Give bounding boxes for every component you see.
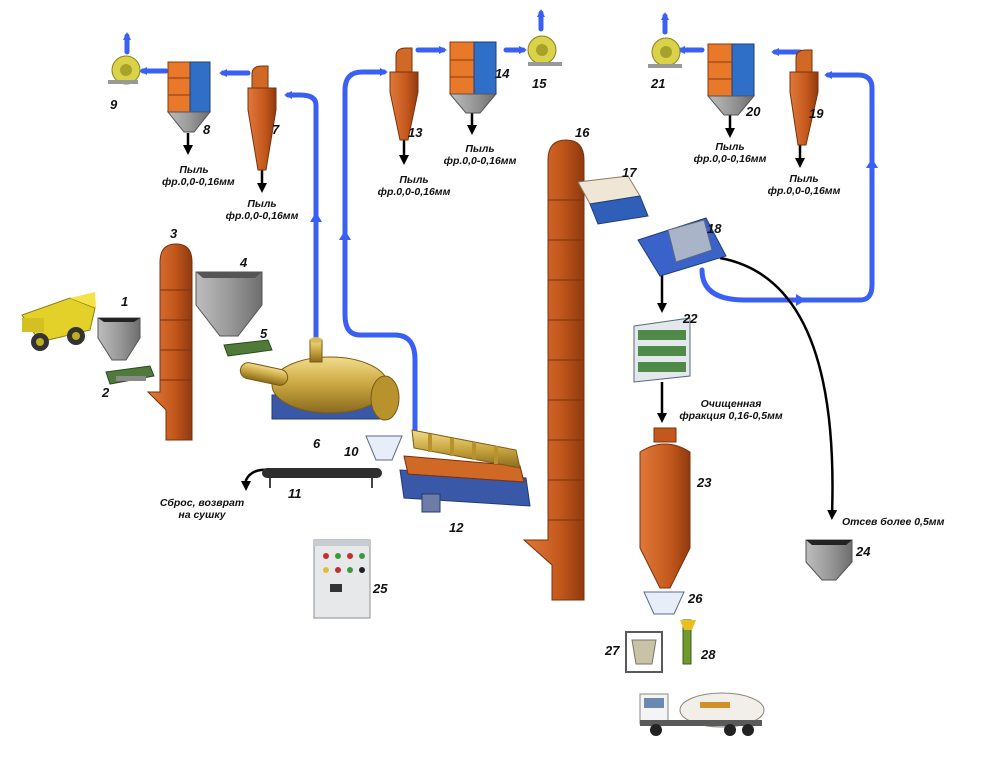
label-number-20: 20	[746, 104, 761, 119]
cleaned-fraction-line2: фракция 0,16-0,5мм	[679, 410, 783, 422]
label-number-15: 15	[532, 76, 547, 91]
label-number-6: 6	[313, 436, 321, 451]
dust-note-20: Пыль фр.0,0-0,16мм	[690, 141, 770, 165]
label-number-18: 18	[707, 221, 722, 236]
air-line-arrowhead-mid-right-h	[796, 294, 806, 306]
bag-filter-8	[166, 61, 212, 133]
screw-conveyor-28	[680, 619, 696, 665]
label-number-13: 13	[408, 125, 423, 140]
oversize-note: Отсев более 0,5мм	[842, 516, 945, 528]
label-number-14: 14	[495, 66, 510, 81]
dust-note-7-line2: фр.0,0-0,16мм	[225, 210, 299, 222]
dust-note-7-line1: Пыль	[247, 198, 277, 210]
dust-note-8: Пыль фр.0,0-0,16мм	[162, 164, 235, 188]
dust-note-19-line1: Пыль	[789, 173, 819, 185]
air-line-cooler-to-cyclone-13	[342, 68, 418, 443]
material-flow-arrows	[183, 113, 838, 520]
reject-note: Сброс, возврат на сушку	[150, 497, 254, 521]
cleaned-fraction-note: Очищенная фракция 0,16-0,5мм	[676, 398, 786, 422]
label-number-7: 7	[272, 122, 280, 137]
label-number-16: 16	[575, 125, 590, 140]
control-cabinet-25	[313, 539, 371, 619]
flow-arrow-18-to-24	[719, 256, 838, 520]
air-lines	[123, 9, 875, 443]
label-number-26: 26	[688, 591, 703, 606]
reject-note-line1: Сброс, возврат	[159, 497, 245, 509]
cyclone-7	[247, 65, 277, 171]
dust-note-13-line2: фр.0,0-0,16мм	[377, 186, 451, 198]
reject-note-line2: на сушку	[178, 509, 226, 521]
fan-15	[527, 35, 562, 66]
belt-conveyor-11	[262, 468, 382, 488]
cyclone-19	[789, 49, 819, 146]
air-line-dryer-to-cyclone-7	[284, 91, 319, 353]
hopper-4	[195, 271, 263, 337]
hopper-10	[365, 435, 403, 461]
label-number-24: 24	[856, 544, 871, 559]
dust-note-19-line2: фр.0,0-0,16мм	[767, 185, 841, 197]
air-line-arrowhead-mid-right-v	[866, 158, 878, 168]
bulk-tanker-truck	[639, 692, 765, 736]
feeder-2	[105, 365, 155, 385]
bin-17	[577, 175, 649, 225]
oversize-hopper-24	[805, 539, 853, 581]
dust-note-8-line2: фр.0,0-0,16мм	[162, 176, 235, 188]
bag-filter-14	[448, 41, 498, 114]
dust-note-13: Пыль фр.0,0-0,16мм	[374, 174, 454, 198]
label-number-8: 8	[203, 122, 211, 137]
fan-21	[648, 37, 682, 68]
bucket-elevator-16	[522, 139, 585, 601]
label-number-9: 9	[110, 97, 118, 112]
label-number-2: 2	[102, 385, 110, 400]
dust-note-14: Пыль фр.0,0-0,16мм	[440, 143, 520, 167]
label-number-23: 23	[697, 475, 712, 490]
big-bag-station-27	[625, 631, 663, 673]
dust-note-20-line1: Пыль	[715, 141, 745, 153]
cleaned-fraction-line1: Очищенная	[700, 398, 762, 410]
dust-note-8-line1: Пыль	[179, 164, 209, 176]
bag-filter-20	[706, 43, 756, 116]
label-number-10: 10	[344, 444, 359, 459]
label-number-11: 11	[288, 486, 302, 501]
label-number-1: 1	[121, 294, 129, 309]
dust-note-19: Пыль фр.0,0-0,16мм	[764, 173, 844, 197]
dust-note-7: Пыль фр.0,0-0,16мм	[222, 198, 302, 222]
dump-truck	[21, 292, 96, 351]
label-number-5: 5	[260, 326, 268, 341]
dust-note-14-line2: фр.0,0-0,16мм	[443, 155, 517, 167]
dryer-6	[239, 337, 400, 421]
dust-note-14-line1: Пыль	[465, 143, 495, 155]
label-number-22: 22	[683, 311, 698, 326]
label-number-27: 27	[605, 643, 620, 658]
air-line-arrowhead-mid-left	[310, 212, 322, 222]
air-line-screen-to-cyclone-19	[699, 71, 875, 303]
label-number-17: 17	[622, 165, 637, 180]
label-number-4: 4	[240, 255, 248, 270]
label-number-3: 3	[170, 226, 178, 241]
dust-note-20-line2: фр.0,0-0,16мм	[693, 153, 767, 165]
label-number-19: 19	[809, 106, 824, 121]
feeder-5	[223, 339, 273, 357]
bucket-elevator-3	[146, 243, 193, 441]
dust-note-13-line1: Пыль	[399, 174, 429, 186]
hopper-26	[643, 591, 685, 615]
label-number-21: 21	[651, 76, 666, 91]
label-number-28: 28	[701, 647, 716, 662]
silo-23	[639, 427, 691, 589]
label-number-25: 25	[373, 581, 388, 596]
cyclone-13	[389, 47, 419, 141]
screen-18	[637, 217, 727, 277]
cooler-12	[399, 429, 531, 513]
label-number-12: 12	[449, 520, 464, 535]
separator-22	[633, 317, 691, 383]
fan-9	[108, 55, 141, 85]
air-line-arrowhead-mid-center	[339, 230, 351, 240]
receiving-hopper-1	[97, 317, 141, 361]
